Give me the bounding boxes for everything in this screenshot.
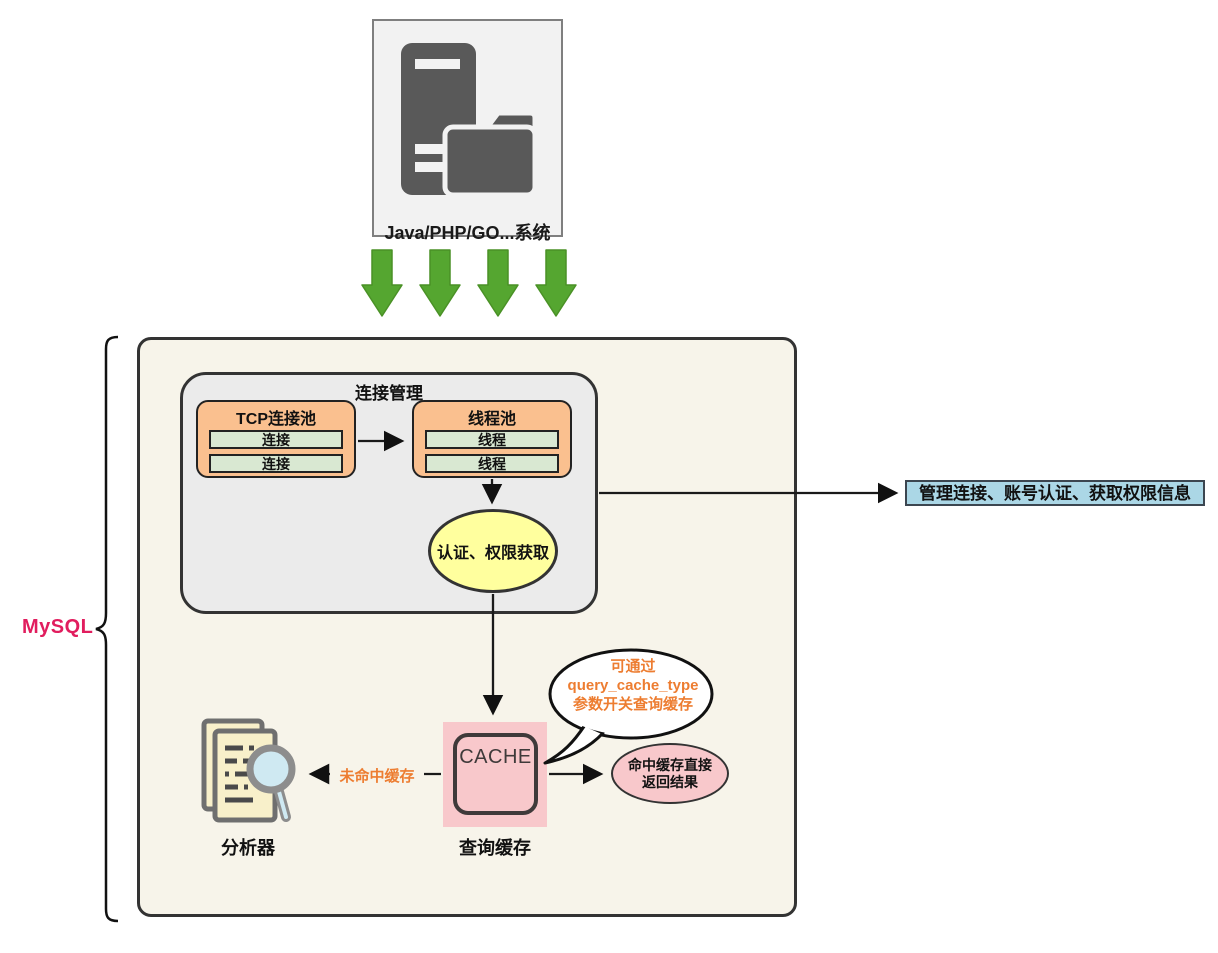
tip-line1: 可通过: [610, 658, 656, 675]
query-cache-box: CACHE: [443, 722, 547, 827]
thread-row: 线程: [425, 454, 559, 473]
connection-manager-title: 连接管理: [355, 384, 423, 403]
thread-row: 线程: [425, 430, 559, 449]
document-magnifier-icon: [201, 718, 296, 823]
analyzer-label: 分析器: [221, 838, 275, 858]
tcp-pool-title: TCP连接池: [235, 411, 316, 428]
tip-line2: query_cache_type: [567, 677, 699, 694]
client-system-box: Java/PHP/GO...系统: [372, 19, 563, 243]
thread-pool-box: 线程池 线程 线程: [412, 400, 572, 478]
server-folder-icon: [401, 43, 538, 198]
tip-line3: 参数开关查询缓存: [572, 696, 693, 713]
tcp-connection-row: 连接: [209, 430, 343, 449]
cache-text: CACHE: [459, 746, 532, 768]
auth-permission-ellipse: 认证、权限获取: [428, 509, 558, 593]
mysql-brace: [95, 335, 119, 923]
connection-auth-note: 管理连接、账号认证、获取权限信息: [905, 480, 1205, 506]
thread-pool-title: 线程池: [467, 411, 516, 428]
downward-green-arrows: [361, 249, 577, 317]
tcp-connection-row: 连接: [209, 454, 343, 473]
query-cache-label: 查询缓存: [459, 838, 531, 858]
cache-miss-label: 未命中缓存: [339, 768, 415, 785]
tcp-pool-box: TCP连接池 连接 连接: [196, 400, 356, 478]
cache-hit-line2: 返回结果: [642, 773, 698, 790]
mysql-label: MySQL: [22, 616, 94, 638]
query-cache-tip-text: 可通过 query_cache_type 参数开关查询缓存: [553, 657, 713, 714]
cache-hit-result-ellipse: 命中缓存直接 返回结果: [611, 743, 729, 804]
cache-inner-box: CACHE: [453, 733, 538, 815]
cache-hit-line1: 命中缓存直接: [628, 756, 712, 773]
client-system-label: Java/PHP/GO...系统: [384, 223, 551, 243]
